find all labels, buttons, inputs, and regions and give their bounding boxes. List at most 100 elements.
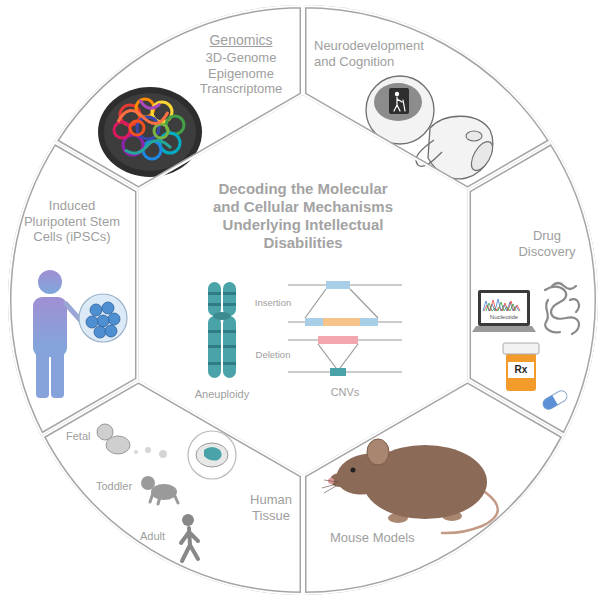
ipsc-figure [90, 304, 102, 316]
chromosome-symbol [223, 292, 236, 295]
cnv-diagram [318, 336, 358, 344]
laptop-icon [472, 326, 536, 332]
node-title: Neurodevelopment and Cognition [314, 38, 432, 69]
chromosome-symbol [223, 303, 236, 306]
chromatin-illustration [125, 140, 171, 153]
human-life-stages [106, 436, 130, 454]
ipsc-figure [33, 297, 67, 357]
ipsc-figure [105, 325, 117, 337]
segment-outline [302, 379, 566, 596]
node-title: Induced Pluripotent Stem Cells (iPSCs) [17, 198, 127, 245]
cnv-label: Insertion [246, 297, 300, 308]
laptop-icon [484, 300, 520, 311]
chromosome-symbol [223, 330, 236, 333]
human-life-stages [97, 424, 236, 561]
node-title: Genomics [195, 32, 287, 49]
chromatin-illustration [154, 124, 168, 138]
node-title: Decoding the Molecular and Cellular Mech… [207, 180, 399, 252]
bottle-label: Rx [508, 364, 534, 376]
cnv-diagram [323, 318, 360, 326]
segment-outline [303, 380, 565, 595]
fetus-illustration [366, 76, 497, 179]
segment-outline [40, 379, 304, 596]
human-life-stages [182, 514, 194, 526]
chromatin-illustration [143, 141, 161, 159]
ipsc-figure [86, 316, 98, 328]
human-life-stages [159, 450, 167, 458]
protein-structure [545, 283, 579, 334]
chromosome-symbol [208, 316, 221, 378]
chromosome-symbol [223, 316, 236, 378]
ipsc-figure [97, 315, 109, 327]
chromosome-symbol [208, 345, 221, 348]
human-life-stages [188, 431, 236, 479]
cnv-label: CNVs [315, 386, 375, 399]
ipsc-figure [86, 302, 120, 338]
protein-structure [570, 299, 579, 312]
node-title: Drug Discovery [512, 228, 582, 259]
chromosome-symbol [223, 362, 236, 365]
human-life-stages [204, 447, 222, 461]
segment-outline [41, 380, 303, 595]
chromosome-symbol [208, 362, 221, 365]
node-title: Human Tissue [244, 492, 298, 523]
human-life-stages [181, 528, 198, 561]
stage-label: Toddler [96, 480, 136, 493]
segment-outline [303, 5, 552, 190]
segment-outline [303, 380, 565, 595]
pill-bottle [508, 362, 534, 378]
stage-label: Adult [140, 530, 170, 543]
chromosome-symbol [223, 282, 236, 316]
chromosome-symbol [208, 282, 221, 316]
cnv-diagram [288, 281, 402, 376]
segment-outline [54, 5, 303, 190]
ipsc-figure [102, 302, 114, 314]
chromatin-illustration [114, 99, 184, 159]
cnv-label: Deletion [246, 349, 300, 360]
ipsc-figure [108, 313, 120, 325]
node-body: 3D-Genome Epigenome Transcriptome [195, 50, 287, 97]
pill-bottle [506, 353, 536, 391]
protein-structure [545, 300, 560, 332]
human-life-stages [196, 443, 228, 467]
ipsc-figure [38, 270, 62, 294]
laptop-icon [478, 290, 530, 326]
fetus-illustration [374, 83, 422, 121]
cnv-diagram [305, 318, 323, 326]
human-life-stages [145, 447, 151, 453]
protein-structure [545, 287, 579, 334]
fetus-illustration [466, 131, 482, 141]
chromatin-illustration [98, 87, 202, 177]
cnv-diagram [318, 344, 336, 368]
chromosome-label: Aneuploidy [185, 388, 259, 401]
cnv-diagram [350, 289, 378, 318]
cnv-diagram [360, 318, 378, 326]
chromatin-illustration [118, 111, 168, 124]
fetus-illustration [467, 138, 497, 174]
fetus-illustration [394, 97, 405, 111]
laptop-icon [481, 293, 527, 323]
segment-outline [303, 5, 552, 190]
ipsc-figure [79, 294, 127, 342]
topic-segment: Human Tissue [40, 379, 304, 596]
chromatin-illustration [130, 121, 144, 135]
stage-label: Fetal [66, 430, 96, 443]
fetus-illustration [389, 88, 409, 114]
mouse-illustration [351, 468, 356, 473]
chromosome-symbol [208, 303, 221, 306]
mouse-illustration [322, 439, 498, 533]
mouse-illustration [367, 439, 389, 465]
ipsc-figure [94, 326, 106, 338]
cnv-diagram [326, 281, 350, 289]
segment-outline [54, 5, 303, 190]
center-hub: Decoding the Molecular and Cellular Mech… [138, 95, 469, 476]
capsule [541, 389, 569, 412]
laptop-icon [483, 299, 519, 311]
pill-bottle [503, 343, 539, 354]
cnv-diagram [330, 368, 346, 376]
ipsc-figure [33, 270, 127, 398]
cnv-diagram [305, 289, 326, 318]
laptop-icon [472, 290, 536, 332]
chromatin-illustration [104, 93, 196, 171]
